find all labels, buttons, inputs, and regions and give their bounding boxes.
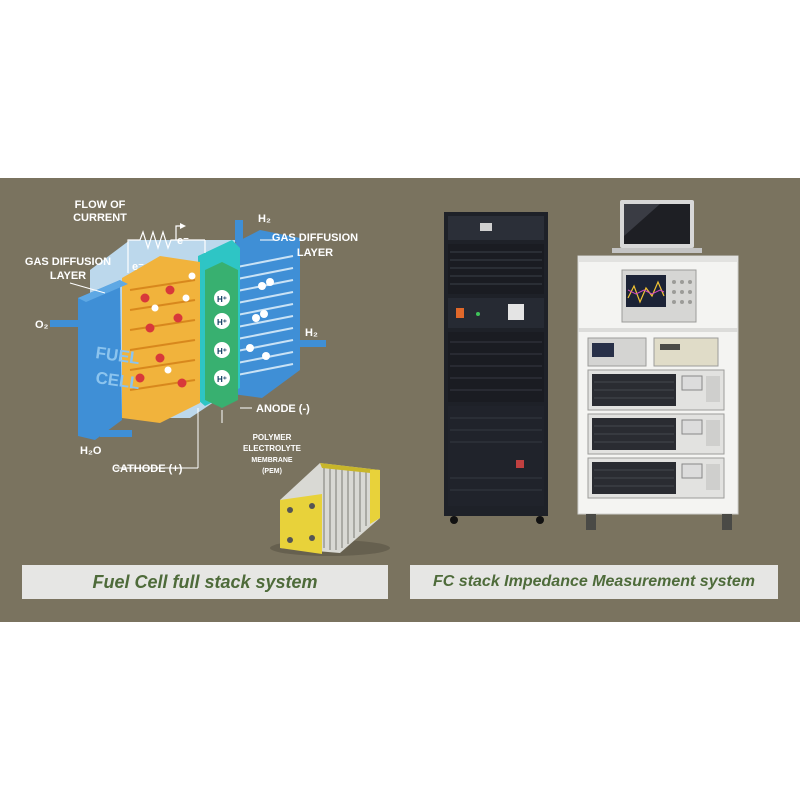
proton-label: H⁺ xyxy=(217,295,227,304)
gas-diffusion-left-label: LAYER xyxy=(50,270,86,282)
proton-label: H⁺ xyxy=(217,347,227,356)
cathode-layer xyxy=(122,256,200,423)
pem-label: POLYMER xyxy=(253,433,292,442)
current-arrow-icon xyxy=(180,223,186,229)
cathode-label: CATHODE (+) xyxy=(112,463,183,475)
caption-fuel-cell-stack: Fuel Cell full stack system xyxy=(22,565,388,599)
o2-label: O₂ xyxy=(35,319,49,331)
proton-label: H⁺ xyxy=(217,318,227,327)
gas-diffusion-right-label: LAYER xyxy=(297,247,333,259)
anode-label: ANODE (-) xyxy=(256,403,310,415)
electron-label: e⁻ xyxy=(177,235,189,247)
electron-label: e⁻ xyxy=(132,261,144,273)
gas-pipes xyxy=(50,220,326,437)
hydrogen-particles xyxy=(246,278,274,360)
flow-of-current-label: FLOW OF xyxy=(75,199,126,211)
water-particles xyxy=(151,272,196,374)
leader-lines xyxy=(69,239,275,469)
pem-label: (PEM) xyxy=(262,468,282,475)
h2-outlet-label: H₂ xyxy=(305,327,318,339)
flow-of-current-label: CURRENT xyxy=(73,212,127,224)
fuel-cell-front-plate xyxy=(78,280,128,440)
pem-label: ELECTROLYTE xyxy=(243,444,302,453)
h2o-label: H₂O xyxy=(80,445,102,457)
gas-diffusion-right-label: GAS DIFFUSION xyxy=(272,232,358,244)
current-circuit xyxy=(127,225,206,273)
proton-ions xyxy=(214,290,230,386)
caption-impedance-system: FC stack Impedance Measurement system xyxy=(410,565,778,599)
laptop-illustration xyxy=(612,200,702,253)
pem-label: MEMBRANE xyxy=(251,457,293,464)
oxygen-particles xyxy=(135,285,187,388)
h2-inlet-label: H₂ xyxy=(258,213,271,225)
membrane-layer xyxy=(205,262,238,408)
fuel-cell-diagram: H⁺ H⁺ H⁺ H⁺ FUEL CELL xyxy=(25,199,739,556)
gas-diffusion-left-label: GAS DIFFUSION xyxy=(25,256,111,268)
proton-label: H⁺ xyxy=(217,375,227,384)
fuel-cell-stack-illustration xyxy=(270,463,390,556)
impedance-rack-cabinet xyxy=(444,212,548,524)
measurement-cart xyxy=(577,255,739,530)
